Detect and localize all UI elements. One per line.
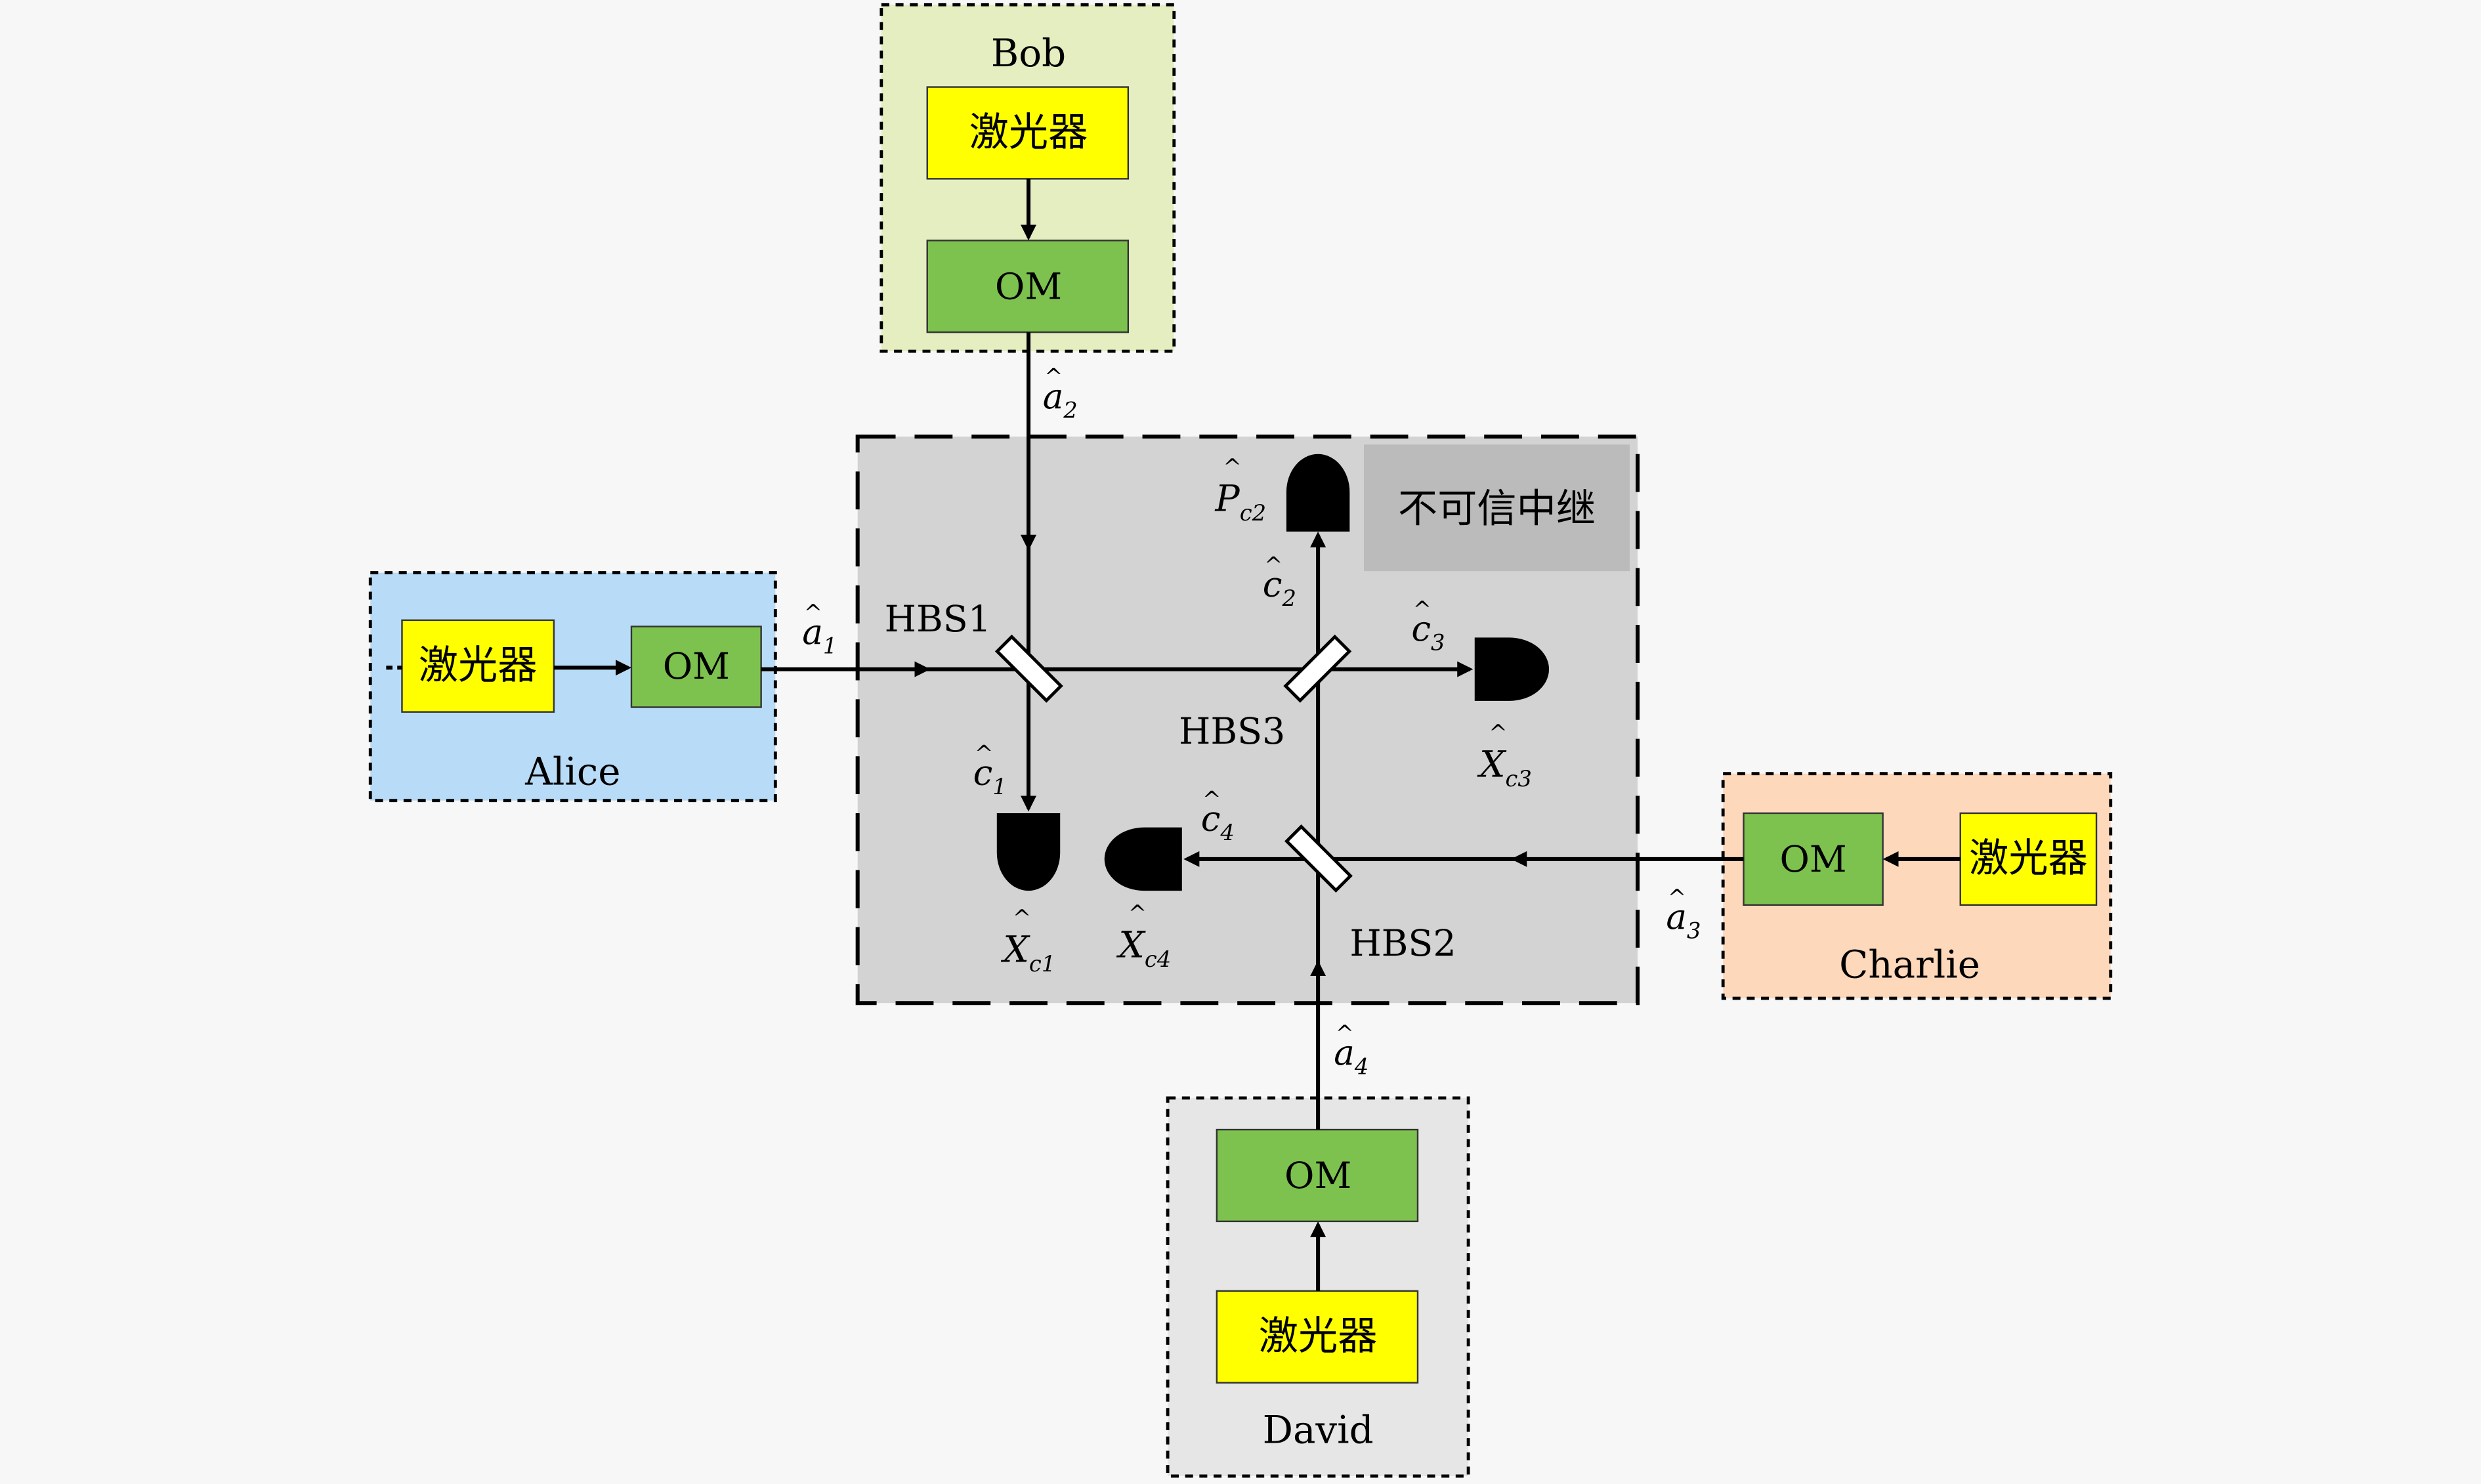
svg-text:^: ^ [1128,901,1147,926]
svg-text:^: ^ [1336,1021,1354,1046]
svg-text:a1: a1 [802,612,837,658]
alice-laser [401,619,555,713]
svg-text:Xc4: Xc4 [1116,924,1171,971]
hbs1-label: HBS1 [885,599,991,641]
charlie-modulator-label: OM [1779,839,1846,881]
bob-modulator [926,240,1130,333]
svg-text:c3: c3 [1411,608,1445,655]
svg-text:^: ^ [975,740,993,766]
bob-laser [926,86,1130,180]
mode-c1-label: c1 ^ [973,740,1007,799]
david-laser-label: 激光器 [1259,1313,1378,1359]
relay-title-box [1364,444,1630,572]
svg-text:^: ^ [1223,454,1241,480]
mode-c3-label: c3 ^ [1411,597,1445,656]
david-label: David [1263,1407,1374,1452]
detector-c2 [1286,454,1350,532]
detector-c1 [996,813,1061,891]
measurement-xc1-label: Xc1 ^ [1000,905,1055,977]
measurement-pc2-label: Pc2 ^ [1214,454,1266,526]
svg-text:^: ^ [1413,597,1431,622]
measurement-xc4-label: Xc4 ^ [1116,901,1171,972]
alice-modulator-label: OM [663,646,730,688]
svg-text:^: ^ [1044,364,1063,390]
svg-text:c1: c1 [973,753,1007,799]
measurement-xc3-label: Xc3 ^ [1477,720,1532,792]
mode-a2-label: a2 ^ [1043,364,1078,423]
bob-laser-label: 激光器 [969,110,1088,156]
svg-text:Xc1: Xc1 [1000,929,1055,977]
alice-label: Alice [524,750,620,794]
david-laser [1216,1290,1419,1384]
hbs2-label: HBS2 [1349,923,1456,965]
svg-text:^: ^ [1264,553,1283,578]
relay-title: 不可信中继 [1398,486,1596,532]
mode-a1-label: a1 ^ [802,600,837,659]
svg-text:Pc2: Pc2 [1214,478,1266,526]
mode-c2-label: c2 ^ [1263,553,1296,612]
alice-modulator [630,625,762,708]
svg-text:^: ^ [1202,786,1221,812]
svg-text:^: ^ [1013,905,1031,931]
david-modulator-label: OM [1284,1155,1351,1197]
detector-c3 [1474,637,1550,701]
hbs3-splitter [1283,634,1352,703]
svg-text:c2: c2 [1263,564,1296,611]
alice-laser-label: 激光器 [419,643,538,689]
david-modulator [1216,1128,1419,1223]
mode-a3-label: a3 ^ [1666,885,1701,944]
svg-text:^: ^ [1489,720,1507,746]
hbs3-label: HBS3 [1179,711,1285,753]
bob-modulator-label: OM [995,266,1062,308]
svg-text:a3: a3 [1666,897,1701,943]
hbs2-splitter [1284,824,1353,893]
detector-c4 [1104,827,1182,891]
svg-text:a2: a2 [1043,376,1078,423]
svg-text:a4: a4 [1334,1032,1368,1079]
bob-label: Bob [991,31,1066,75]
charlie-laser [1959,812,2098,906]
charlie-label: Charlie [1839,943,1980,987]
hbs1-splitter [994,634,1063,703]
svg-text:Xc3: Xc3 [1477,744,1532,792]
svg-text:^: ^ [1668,885,1686,910]
mode-c4-label: c4 ^ [1201,786,1235,845]
mode-a4-label: a4 ^ [1334,1021,1368,1080]
svg-text:^: ^ [804,600,822,625]
charlie-laser-label: 激光器 [1969,836,2088,881]
svg-text:c4: c4 [1201,798,1235,845]
